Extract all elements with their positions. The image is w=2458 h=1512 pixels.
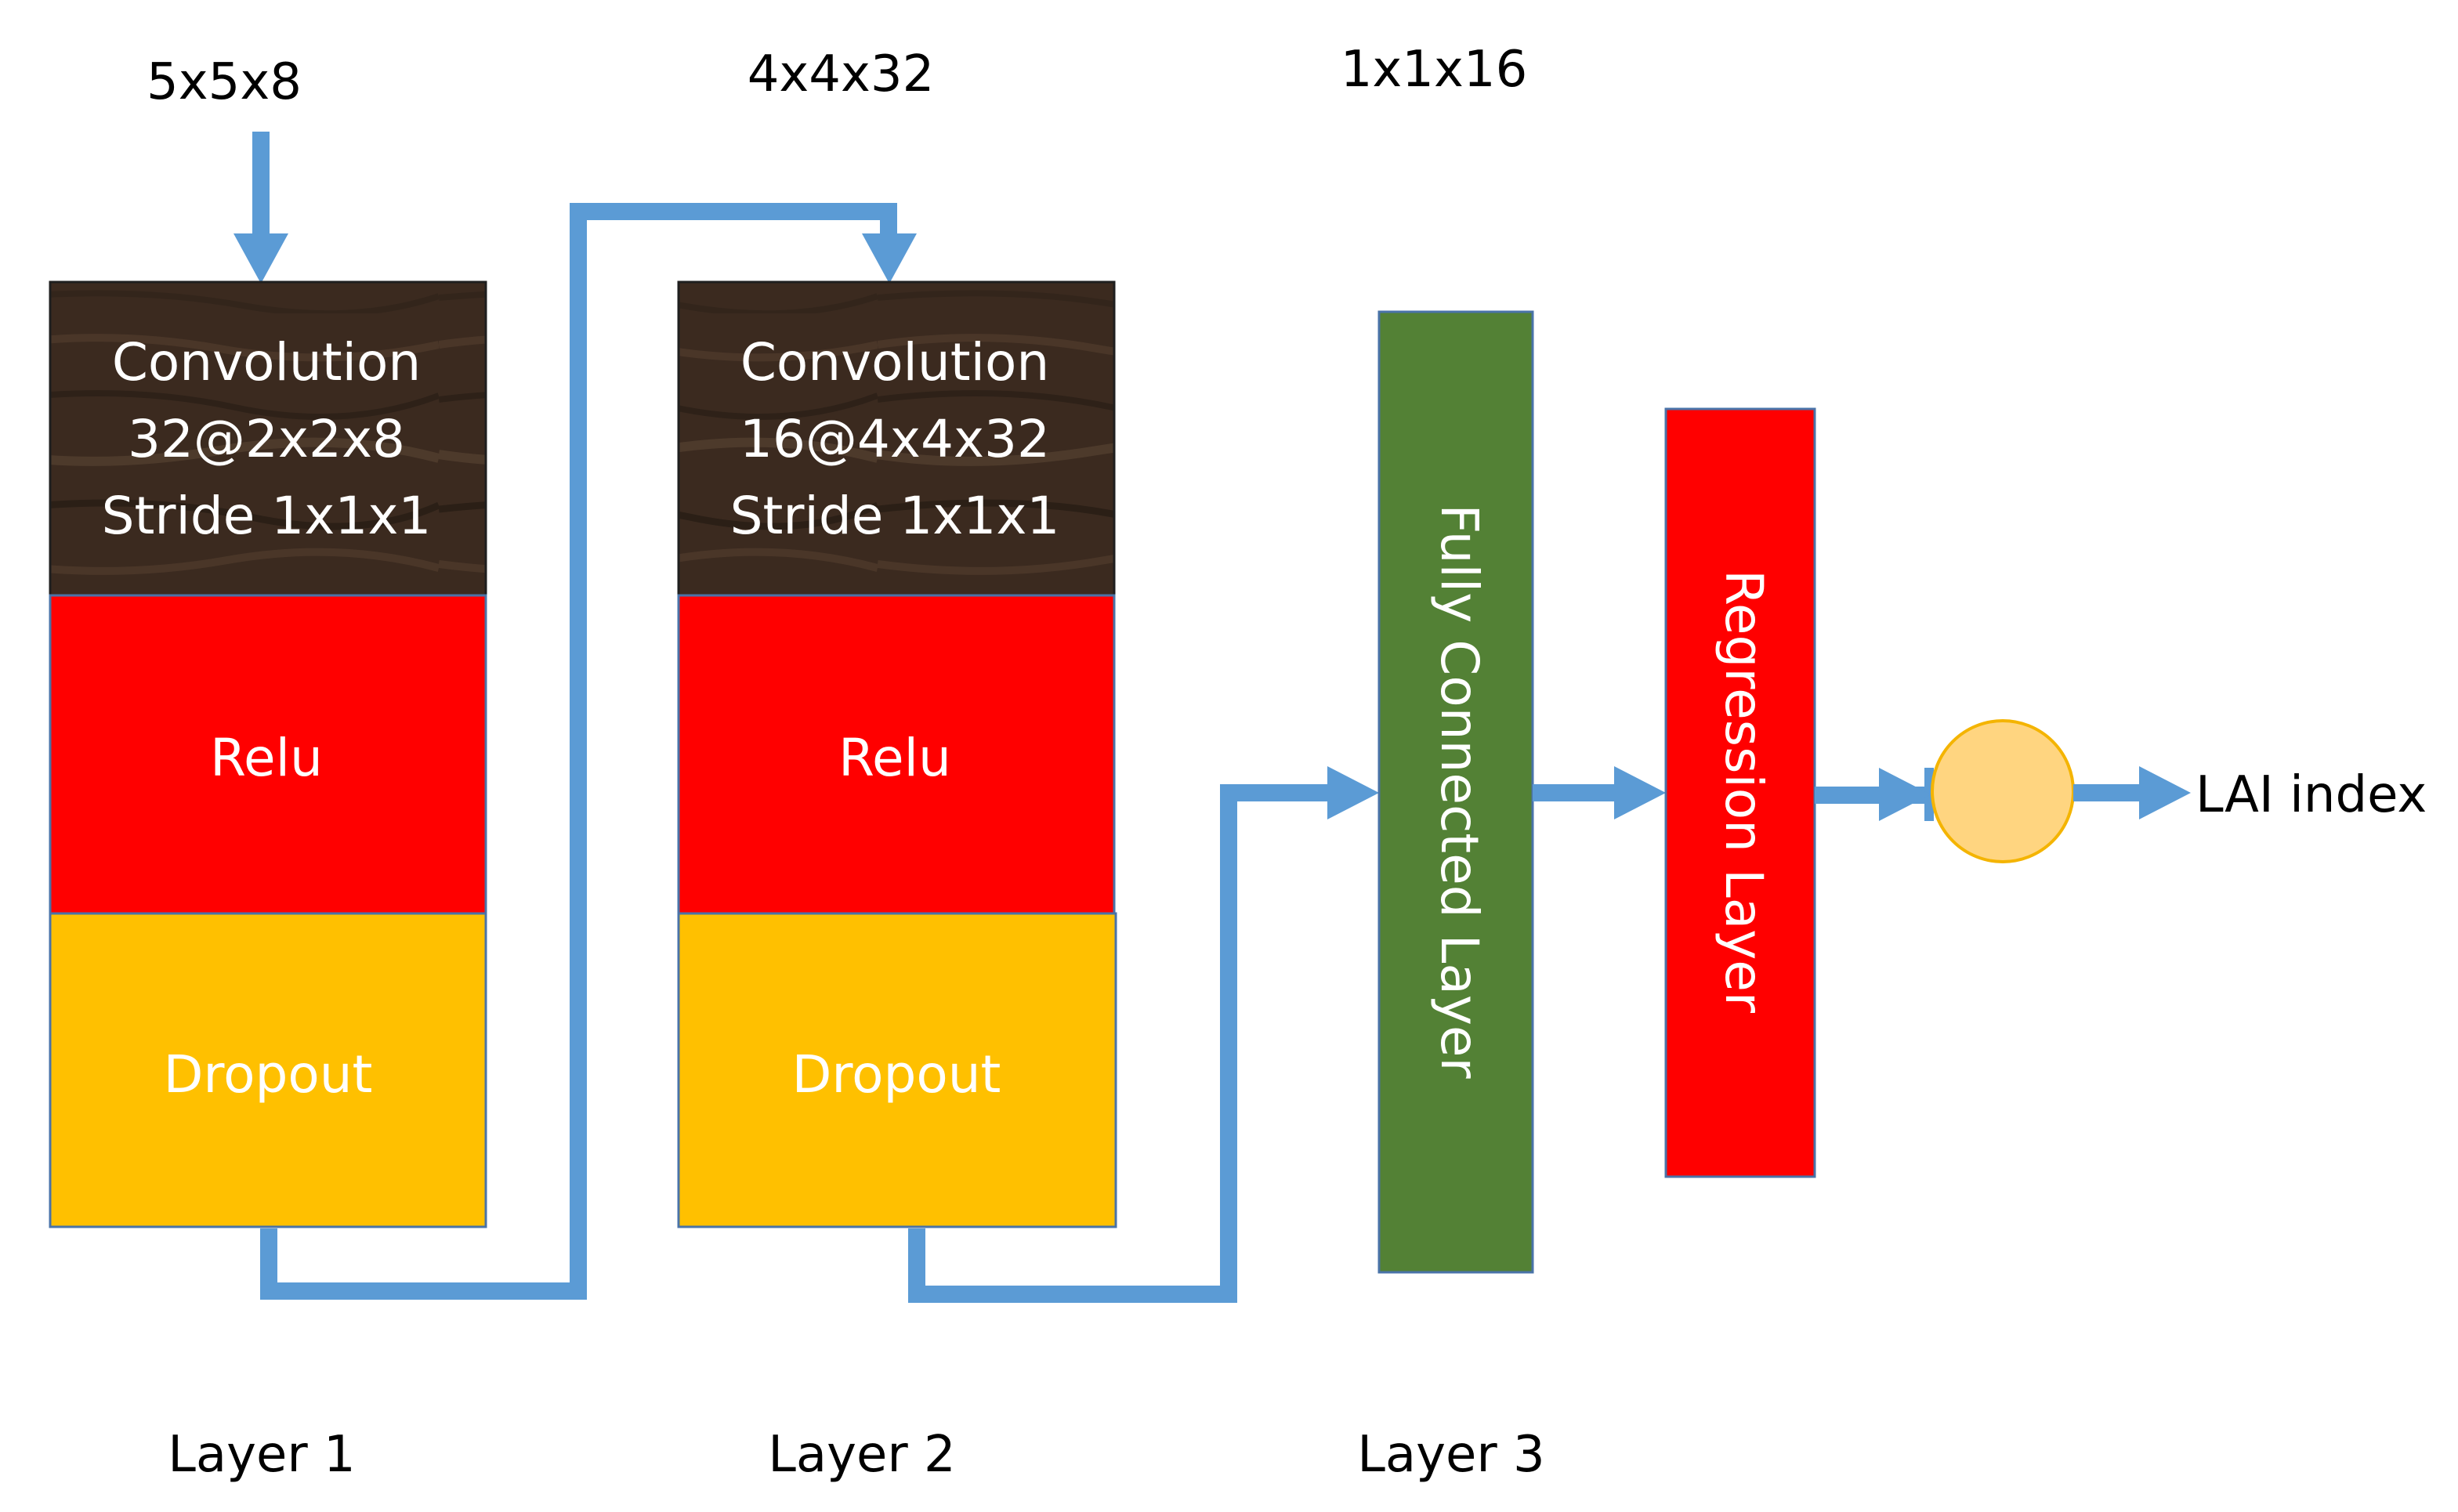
layer3-caption: Layer 3 — [1357, 1426, 1545, 1484]
layer1-dropout-box — [49, 912, 487, 1228]
layer2-dropout-label: Dropout — [792, 1044, 1001, 1105]
regression-block: Regression Layer — [1664, 407, 1816, 1178]
input-dimension-label: 5x5x8 — [147, 53, 302, 111]
layer2-relu-box — [677, 594, 1116, 915]
layer1-relu-label: Relu — [210, 728, 323, 788]
layer2-output-dimension-label: 1x1x16 — [1341, 41, 1528, 99]
layer1-block: Convolution 32@2x2x8 Stride 1x1x1 Relu D… — [49, 280, 487, 1228]
layer2-block: Convolution 16@4x4x32 Stride 1x1x1 Relu … — [677, 280, 1117, 1228]
layer1-relu-box — [49, 594, 487, 915]
node-to-output-arrow — [2073, 766, 2191, 819]
output-node — [1931, 719, 2075, 863]
layer2-to-fc-arrow — [908, 766, 1379, 1303]
layer2-conv-box — [677, 280, 1116, 597]
fully-connected-box — [1377, 310, 1534, 1274]
fully-connected-label: Fully Connected Layer — [1429, 504, 1490, 1079]
layer1-to-layer2-arrow — [260, 203, 917, 1300]
layer1-output-dimension-label: 4x4x32 — [748, 45, 935, 103]
layer1-conv-box — [49, 280, 487, 597]
layer1-caption: Layer 1 — [168, 1426, 356, 1484]
layer2-conv-stride: Stride 1x1x1 — [730, 486, 1060, 546]
layer2-conv-title: Convolution — [740, 332, 1049, 392]
layer1-dropout-label: Dropout — [164, 1044, 373, 1105]
output-label: LAI index — [2196, 766, 2427, 824]
layer2-dropout-box — [677, 912, 1117, 1228]
fc-to-regression-arrow — [1533, 766, 1666, 819]
fully-connected-block: Fully Connected Layer — [1377, 310, 1534, 1274]
layer1-conv-title: Convolution — [112, 332, 421, 392]
layer2-conv-filters: 16@4x4x32 — [740, 409, 1050, 469]
layer2-caption: Layer 2 — [768, 1426, 956, 1484]
regression-label: Regression Layer — [1714, 570, 1774, 1014]
input-arrow — [233, 132, 288, 284]
regression-to-node-arrow — [1815, 768, 1934, 821]
layer2-relu-label: Relu — [838, 728, 951, 788]
layer1-conv-stride: Stride 1x1x1 — [102, 486, 432, 546]
layer1-conv-filters: 32@2x2x8 — [128, 409, 405, 469]
